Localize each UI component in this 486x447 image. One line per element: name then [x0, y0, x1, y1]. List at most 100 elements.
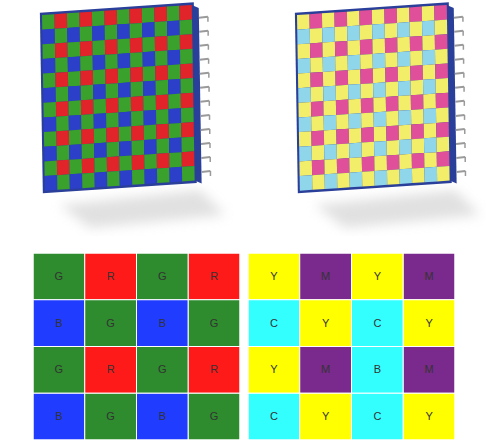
cell-letter: Y [270, 271, 277, 282]
filter-cell [324, 115, 337, 130]
cell-letter: G [210, 318, 219, 329]
filter-cell [374, 156, 387, 171]
filter-cell [43, 73, 56, 88]
filter-cell [311, 101, 324, 116]
filter-cell [57, 145, 70, 160]
filter-cell [44, 117, 57, 132]
filter-cell [411, 138, 424, 153]
filter-cell [399, 168, 412, 183]
filter-cell [422, 20, 435, 35]
pin [455, 59, 464, 60]
filter-cell [180, 63, 193, 78]
filter-cell [359, 10, 372, 25]
filter-cell [385, 67, 398, 82]
filter-cell [81, 114, 94, 129]
pin [209, 101, 211, 106]
filter-cell [423, 94, 436, 109]
filter-cell [33, 393, 85, 440]
pin [454, 17, 463, 18]
filter-cell [154, 7, 167, 22]
cell-letter: B [55, 318, 62, 329]
filter-cell [131, 96, 144, 111]
filter-cell [322, 12, 335, 27]
filter-cell [137, 300, 189, 347]
filter-cell [168, 108, 181, 123]
pin [200, 59, 209, 60]
pin [201, 129, 210, 130]
cell-letter: Y [425, 411, 432, 422]
filter-cell [182, 166, 195, 181]
filter-cell [55, 43, 68, 58]
filter-cell [397, 37, 410, 52]
filter-cell [180, 78, 193, 93]
filter-cell [352, 253, 404, 300]
filter-cell [248, 300, 300, 347]
filter-cell [299, 146, 312, 161]
filter-cell [360, 25, 373, 40]
filter-cell [181, 137, 194, 152]
pin [201, 171, 210, 172]
filter-cell [386, 81, 399, 96]
filter-cell [43, 102, 56, 117]
cell-letter: Y [374, 271, 381, 282]
filter-cell [94, 128, 107, 143]
cell-letter: Y [322, 411, 329, 422]
filter-cell [298, 73, 311, 88]
filter-cell [80, 56, 93, 71]
filter-cell [106, 112, 119, 127]
pin [463, 45, 465, 50]
filter-cell [107, 156, 120, 171]
filter-cell [336, 85, 349, 100]
filter-cell [81, 85, 94, 100]
filter-cell [119, 112, 132, 127]
filter-cell [155, 36, 168, 51]
filter-cell [156, 109, 169, 124]
filter-cell [119, 141, 132, 156]
filter-cell [69, 130, 82, 145]
filter-cell [92, 25, 105, 40]
filter-cell [323, 86, 336, 101]
filter-cell [349, 113, 362, 128]
filter-cell [92, 40, 105, 55]
filter-cell [157, 168, 170, 183]
pin [456, 171, 465, 172]
cmy-sensor [295, 2, 466, 193]
filter-cell [411, 94, 424, 109]
filter-cell [69, 115, 82, 130]
filter-cell [156, 80, 169, 95]
filter-cell [300, 300, 352, 347]
filter-cell [169, 167, 182, 182]
filter-cell [94, 113, 107, 128]
filter-cell [310, 72, 323, 87]
filter-cell [311, 116, 324, 131]
filter-cell [129, 8, 142, 23]
filter-cell [350, 172, 363, 187]
filter-cell [299, 161, 312, 176]
filter-cell [403, 347, 455, 394]
filter-cell [68, 71, 81, 86]
pin [200, 101, 209, 102]
filter-cell [423, 108, 436, 123]
filter-cell [437, 166, 450, 181]
filter-cell [410, 51, 423, 66]
cell-letter: G [106, 318, 115, 329]
filter-cell [118, 53, 131, 68]
filter-cell [81, 99, 94, 114]
filter-cell [157, 153, 170, 168]
filter-cell [360, 54, 373, 69]
cell-letter: C [373, 318, 381, 329]
filter-cell [347, 25, 360, 40]
filter-cell [324, 130, 337, 145]
cell-letter: M [425, 364, 434, 375]
filter-cell [33, 253, 85, 300]
filter-cell [335, 56, 348, 71]
filter-cell [44, 161, 57, 176]
pin [208, 87, 210, 92]
filter-cell [92, 11, 105, 26]
filter-cell [300, 347, 352, 394]
filter-cell [423, 79, 436, 94]
filter-cell [130, 67, 143, 82]
filter-cell [56, 101, 69, 116]
filter-cell [397, 7, 410, 22]
